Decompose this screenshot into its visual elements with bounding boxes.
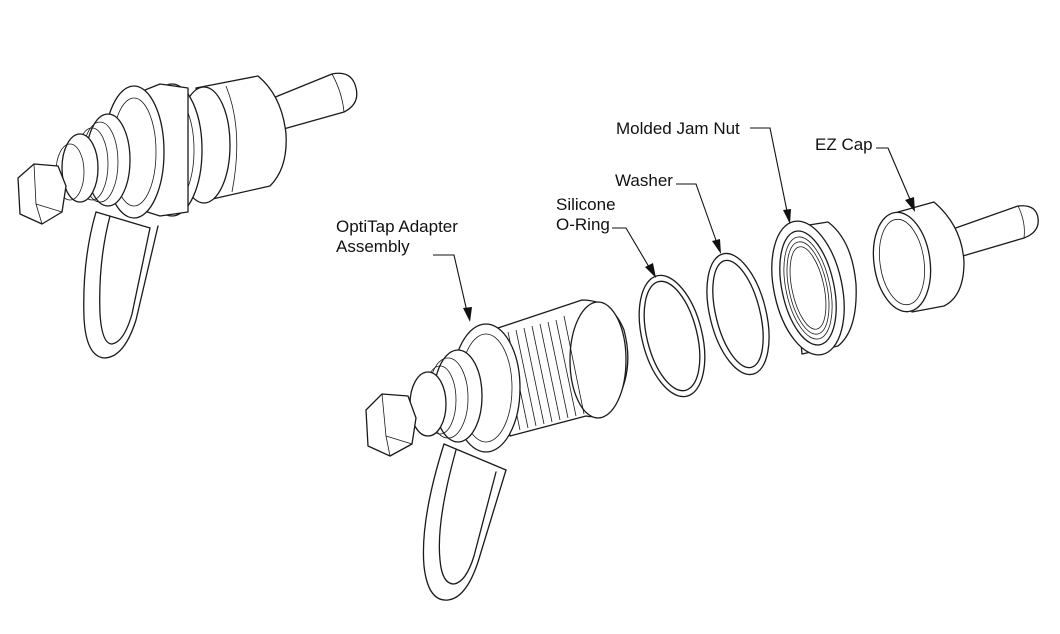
washer-part (706, 252, 770, 376)
label-adapter-line1: OptiTap Adapter (336, 217, 458, 236)
adapter-hex-nut (365, 393, 417, 457)
assembled-hex-nut (17, 163, 67, 225)
label-oring-line2: O-Ring (556, 215, 610, 234)
label-oring-line1: Silicone (556, 195, 616, 214)
label-ez-cap: EZ Cap (815, 135, 873, 154)
ez-cap-part (872, 201, 1039, 313)
label-adapter-line2: Assembly (336, 237, 410, 256)
adapter-dust-cap-loop (422, 443, 507, 601)
optitap-adapter-part (365, 299, 629, 601)
assembled-dust-cap-loop (83, 211, 159, 359)
part-labels: OptiTap Adapter Assembly Silicone O-Ring… (336, 119, 873, 256)
assembled-probe-tip (267, 72, 358, 131)
leader-lines (433, 127, 915, 322)
silicone-oring-part (638, 274, 706, 398)
ez-cap-probe (949, 205, 1039, 259)
assembled-adapter-view (17, 72, 358, 359)
jam-nut-part (771, 220, 857, 356)
label-jam-nut: Molded Jam Nut (616, 119, 740, 138)
label-washer: Washer (615, 171, 673, 190)
